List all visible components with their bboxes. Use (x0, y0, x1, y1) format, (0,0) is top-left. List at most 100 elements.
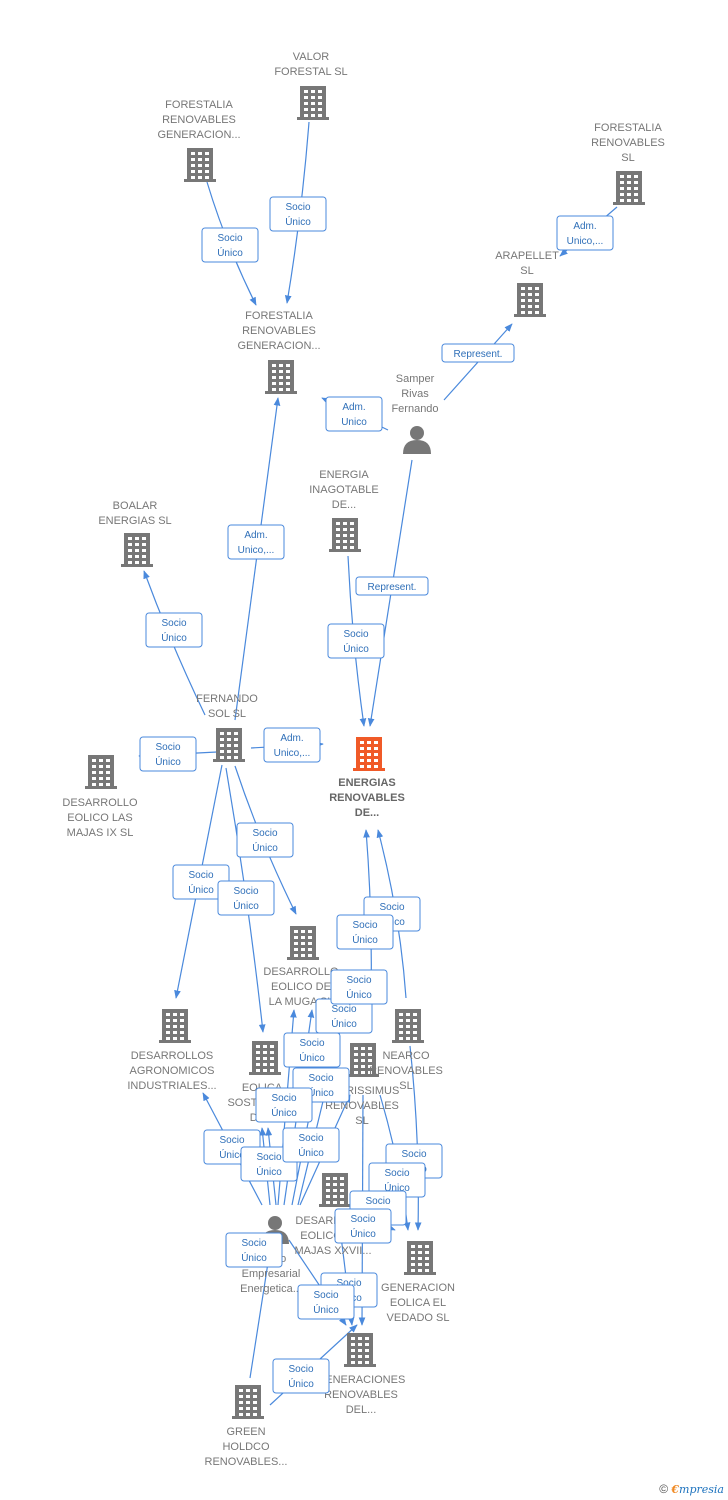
building-icon (184, 148, 216, 182)
person-icon (403, 426, 431, 454)
building-icon (213, 728, 245, 762)
svg-text:Adm.Unico,...: Adm.Unico,... (567, 221, 604, 247)
edge-label[interactable]: Represent. (355, 576, 429, 596)
building-icon (347, 1043, 379, 1077)
svg-text:Adm.Unico: Adm.Unico (341, 402, 367, 428)
building-icon (85, 755, 117, 789)
svg-text:Represent.: Represent. (454, 349, 503, 360)
empresia-logo[interactable]: €mpresia (671, 1483, 724, 1496)
building-icon (159, 1009, 191, 1043)
edge-label[interactable]: Adm.Unico,... (556, 215, 614, 251)
building-icon (297, 86, 329, 120)
building-icon (344, 1333, 376, 1367)
building-icon (613, 171, 645, 205)
edge-nearco-to-vedado (409, 1045, 422, 1231)
building-icon (392, 1009, 424, 1043)
edge-label[interactable]: Adm.Unico,... (263, 727, 321, 763)
building-icon (265, 360, 297, 394)
footer-credit: © €mpresia (659, 1482, 724, 1496)
edge-label[interactable]: Adm.Unico (325, 396, 383, 432)
building-icon (329, 518, 361, 552)
svg-text:Adm.Unico,...: Adm.Unico,... (274, 733, 311, 759)
building-icon (287, 926, 319, 960)
building-icon (514, 283, 546, 317)
building-icon (404, 1241, 436, 1275)
edge-label[interactable]: Represent. (441, 343, 515, 363)
copyright-symbol: © (659, 1482, 669, 1496)
edge-label[interactable]: Adm.Unico,... (227, 524, 285, 560)
